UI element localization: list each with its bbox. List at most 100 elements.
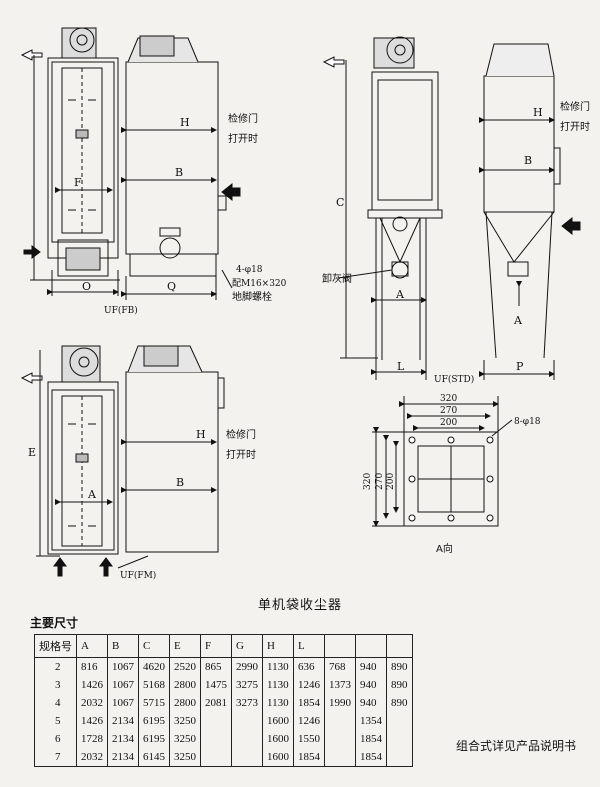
header-cell: L	[293, 634, 325, 658]
table-cell: 2032	[76, 748, 108, 767]
uf-fb-side-view	[121, 35, 241, 300]
header-cell: G	[231, 634, 263, 658]
table-cell: 1854	[293, 694, 325, 712]
table-cell: 940	[355, 676, 387, 694]
table-cell: 816	[76, 657, 108, 676]
table-cell	[387, 712, 413, 730]
table-cell: 1550	[293, 730, 325, 748]
label-b: B	[176, 476, 184, 489]
table-cell: 2800	[169, 676, 201, 694]
header-cell	[355, 634, 387, 658]
flange-dim-270: 270	[440, 406, 457, 416]
label-e: E	[28, 446, 36, 459]
table-cell: 2990	[231, 657, 263, 676]
table-cell	[231, 730, 263, 748]
table-cell: 1354	[355, 712, 387, 730]
header-cell: E	[169, 634, 201, 658]
label-c: C	[336, 196, 344, 209]
label-h: H	[533, 106, 543, 119]
table-cell	[231, 748, 263, 767]
table-cell: 2081	[200, 694, 232, 712]
table-cell: 1130	[262, 676, 294, 694]
label-h: H	[180, 116, 190, 129]
table-cell: 1854	[355, 730, 387, 748]
table-cell: 890	[391, 679, 408, 691]
label-a: A	[395, 288, 405, 301]
label-access-door: 检修门	[560, 100, 590, 113]
table-cell: 2134	[107, 748, 139, 767]
label-when-open: 打开时	[226, 448, 256, 461]
header-cell: F	[200, 634, 232, 658]
header-cell: H	[262, 634, 294, 658]
table-cell: 3273	[231, 694, 263, 712]
table-cell	[324, 712, 356, 730]
uf-fb-front-view	[20, 27, 120, 296]
flange-dim-270-vertical: 270	[375, 473, 385, 490]
table-cell: 1600	[262, 730, 294, 748]
table-cell: 1854	[293, 748, 325, 767]
table-cell: 865	[200, 657, 232, 676]
flange-view	[372, 396, 513, 527]
table-cell: 1246	[293, 712, 325, 730]
table-cell: 890	[391, 661, 408, 673]
flange-holes-label: 8-φ18	[514, 417, 541, 427]
table-cell: 1246	[293, 676, 325, 694]
table-cell: 2032	[76, 694, 108, 712]
label-when-open: 打开时	[560, 120, 590, 133]
label-p: P	[516, 360, 524, 373]
header-cell: 规格号	[34, 634, 77, 658]
table-cell: 2134	[107, 712, 139, 730]
label-anchor-bolt: 地脚螺栓	[232, 290, 272, 303]
table-header-row: 规格号 A B C E F G H L	[34, 634, 412, 658]
table-cell: 6	[34, 730, 77, 748]
table-cell: 2520	[169, 657, 201, 676]
table-cell: 1067	[107, 657, 139, 676]
label-l: L	[397, 360, 405, 373]
table-cell: 1130	[262, 694, 294, 712]
table-cell	[200, 730, 232, 748]
uf-std-side-view	[479, 43, 581, 380]
label-o: O	[82, 280, 91, 293]
uf-std-front-view	[322, 36, 443, 380]
table-cell: 5715	[138, 694, 170, 712]
flange-dim-200: 200	[440, 418, 457, 428]
table-cell: 3250	[169, 748, 201, 767]
table-cell: 5	[34, 712, 77, 730]
table-cell: 5168	[138, 676, 170, 694]
uf-fm-front-view	[20, 345, 119, 577]
table-cell: 2800	[169, 694, 201, 712]
label-discharge-valve: 卸灰阀	[322, 272, 352, 285]
table-cell: 1728	[76, 730, 108, 748]
table-cell: 3250	[169, 712, 201, 730]
label-q: Q	[167, 280, 176, 293]
model-code-std: UF(STD)	[434, 374, 474, 385]
table-cell: 3250	[169, 730, 201, 748]
table-cell: 1475	[200, 676, 232, 694]
dust-collector-drawings: O Q F H B 检修门 打开时 4-φ18 配M16×320 地脚螺栓 UF…	[20, 27, 590, 581]
header-cell: C	[138, 634, 170, 658]
table-cell: 1373	[324, 676, 356, 694]
label-a-view-arrow: A	[513, 314, 523, 327]
table-title: 主要尺寸	[30, 616, 79, 630]
header-cell: A	[76, 634, 108, 658]
uf-fm-side-view	[117, 345, 225, 569]
table-cell: 2	[34, 657, 77, 676]
table-cell	[231, 712, 263, 730]
combined-model-note: 组合式详见产品说明书	[456, 739, 577, 753]
label-b: B	[524, 154, 532, 167]
table-cell	[387, 730, 413, 748]
table-cell	[200, 748, 232, 767]
label-access-door: 检修门	[228, 112, 258, 125]
table-cell: 4620	[138, 657, 170, 676]
table-cell: 636	[293, 657, 325, 676]
table-cell: 1067	[107, 676, 139, 694]
table-cell: 1067	[107, 694, 139, 712]
table-cell: 1600	[262, 712, 294, 730]
label-bolt-spec: 配M16×320	[232, 278, 287, 289]
model-code-fb: UF(FB)	[104, 305, 138, 316]
